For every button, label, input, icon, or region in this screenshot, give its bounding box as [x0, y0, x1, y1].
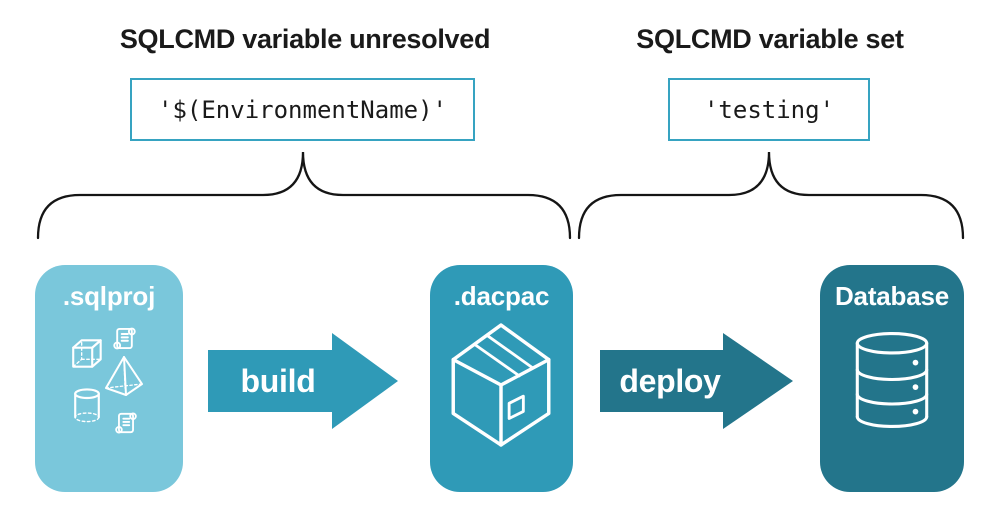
code-testing: 'testing': [703, 95, 835, 124]
heading-sqlcmd-unresolved: SQLCMD variable unresolved: [119, 24, 491, 54]
code-box-testing: 'testing': [668, 78, 870, 141]
brace-left-icon: [36, 151, 572, 240]
braces-layer: [36, 151, 965, 240]
heading-sqlcmd-set: SQLCMD variable set: [636, 24, 904, 54]
dacpac-label: .dacpac: [453, 281, 550, 311]
deploy-arrow-icon: [600, 333, 793, 429]
package-icon: [451, 323, 551, 447]
scroll-icon: [113, 327, 136, 350]
dacpac-block: .dacpac: [430, 265, 573, 492]
database-block: Database: [820, 265, 964, 492]
sqlproj-label: .sqlproj: [62, 281, 156, 311]
sqlproj-block: .sqlproj: [35, 265, 183, 492]
scroll-icon: [115, 412, 137, 434]
deploy-arrow-label: deploy: [619, 362, 721, 399]
code-environment-name: '$(EnvironmentName)': [158, 95, 447, 124]
cube-icon: [72, 339, 102, 368]
code-box-environment-name: '$(EnvironmentName)': [130, 78, 475, 141]
cylinder-icon: [74, 388, 100, 423]
brace-right-icon: [577, 151, 965, 240]
database-label: Database: [834, 281, 950, 311]
build-arrow-label: build: [240, 362, 316, 399]
pyramid-icon: [105, 356, 143, 396]
database-icon: [855, 332, 929, 428]
build-arrow-icon: [208, 333, 398, 429]
